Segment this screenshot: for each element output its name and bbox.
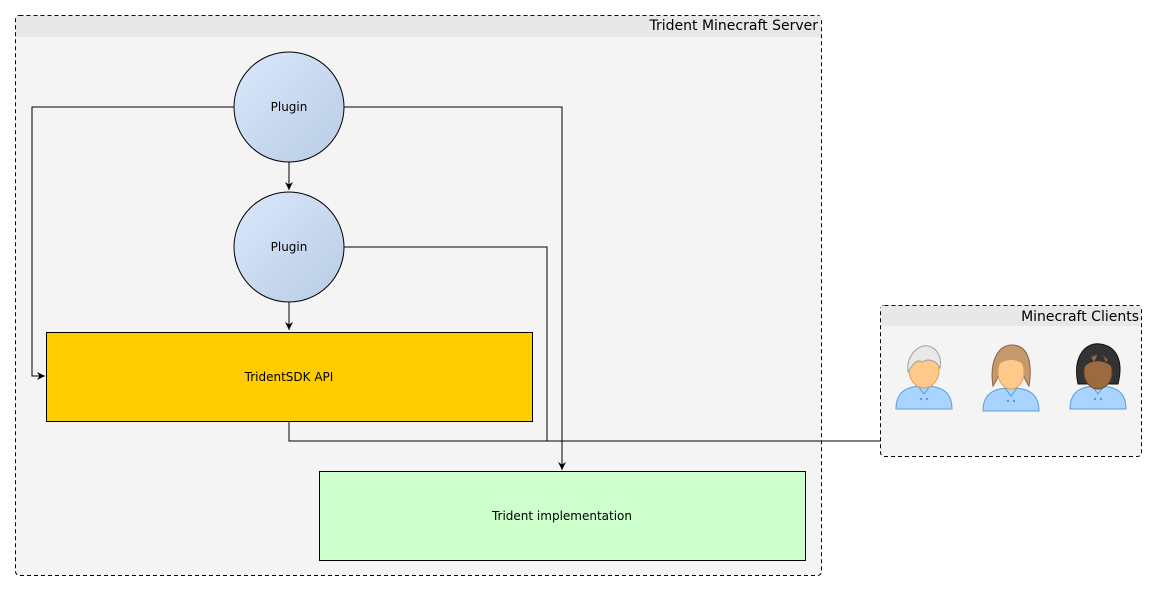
- user-brown-hair-icon: [982, 344, 1040, 412]
- user-black-hair-icon: [1069, 343, 1127, 410]
- plugin-node-top: Plugin: [233, 51, 345, 163]
- plugin-circle-bottom: [233, 191, 345, 303]
- edge-plugin-bottom-to-clients: [344, 246, 548, 441]
- edge-api-to-clients: [288, 421, 880, 442]
- impl-box: [319, 471, 806, 561]
- client-users: [895, 343, 1127, 412]
- api-node: TridentSDK API: [46, 332, 533, 422]
- clients-group-label: Minecraft Clients: [1021, 309, 1139, 325]
- server-group-box: [15, 15, 822, 576]
- impl-node: Trident implementation: [319, 471, 806, 561]
- edge-plugin-top-to-api: [31, 106, 234, 380]
- impl-label: Trident implementation: [491, 509, 632, 523]
- clients-group-header: [881, 306, 1141, 326]
- connectors: [31, 106, 880, 470]
- server-group: Trident Minecraft Server: [15, 15, 822, 576]
- plugin-top-label: Plugin: [271, 100, 308, 114]
- server-group-label: Trident Minecraft Server: [649, 18, 819, 34]
- server-group-header: [16, 16, 821, 37]
- plugin-bottom-label: Plugin: [271, 240, 308, 254]
- edge-plugin-top-to-impl: [344, 106, 566, 470]
- plugin-node-bottom: Plugin: [233, 191, 345, 303]
- user-gray-hair-icon: [895, 345, 953, 410]
- plugin-circle-top: [233, 51, 345, 163]
- api-label: TridentSDK API: [244, 370, 334, 384]
- api-box: [46, 332, 533, 422]
